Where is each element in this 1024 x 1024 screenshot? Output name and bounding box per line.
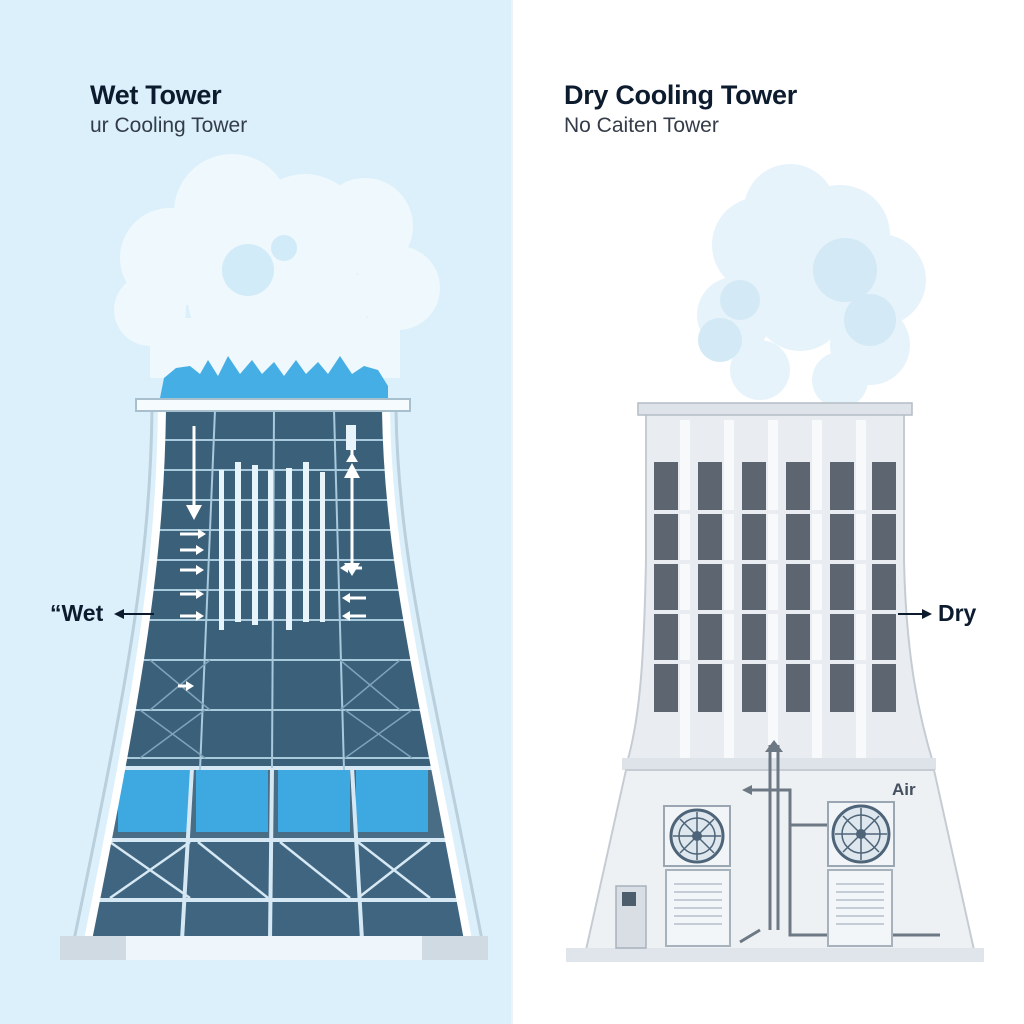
wet-water-crest-icon xyxy=(160,356,388,398)
dry-heat-exchanger-unit xyxy=(827,869,893,947)
wet-tower-rim xyxy=(135,398,411,412)
wet-fill-panel xyxy=(196,770,268,832)
dry-door xyxy=(615,885,647,949)
wet-tower-body xyxy=(72,409,484,941)
wet-panel-subtitle: ur Cooling Tower xyxy=(90,114,248,137)
dry-fan-icon xyxy=(663,805,731,867)
dry-tower-body xyxy=(624,411,936,767)
dry-tower-rim xyxy=(637,402,913,416)
wet-label-arrow-icon xyxy=(114,609,154,619)
dry-side-label: Dry xyxy=(938,600,977,626)
wet-side-label: “Wet xyxy=(50,600,104,626)
dry-heat-exchanger-unit xyxy=(665,869,731,947)
dry-air-label: Air xyxy=(892,780,916,799)
wet-panel-title: Wet Tower xyxy=(90,80,222,110)
wet-tower-base xyxy=(60,936,488,960)
wet-fill-panel xyxy=(118,770,190,832)
wet-fill-panel xyxy=(278,770,350,832)
dry-louver-column xyxy=(654,462,896,712)
dry-panel-title: Dry Cooling Tower xyxy=(564,80,797,110)
dry-fan-icon xyxy=(827,801,895,867)
dry-label-arrow-icon xyxy=(898,609,932,619)
dry-panel-subtitle: No Caiten Tower xyxy=(564,114,719,137)
wet-fill-panel xyxy=(356,770,428,832)
dry-steam-cloud-icon xyxy=(697,164,926,408)
